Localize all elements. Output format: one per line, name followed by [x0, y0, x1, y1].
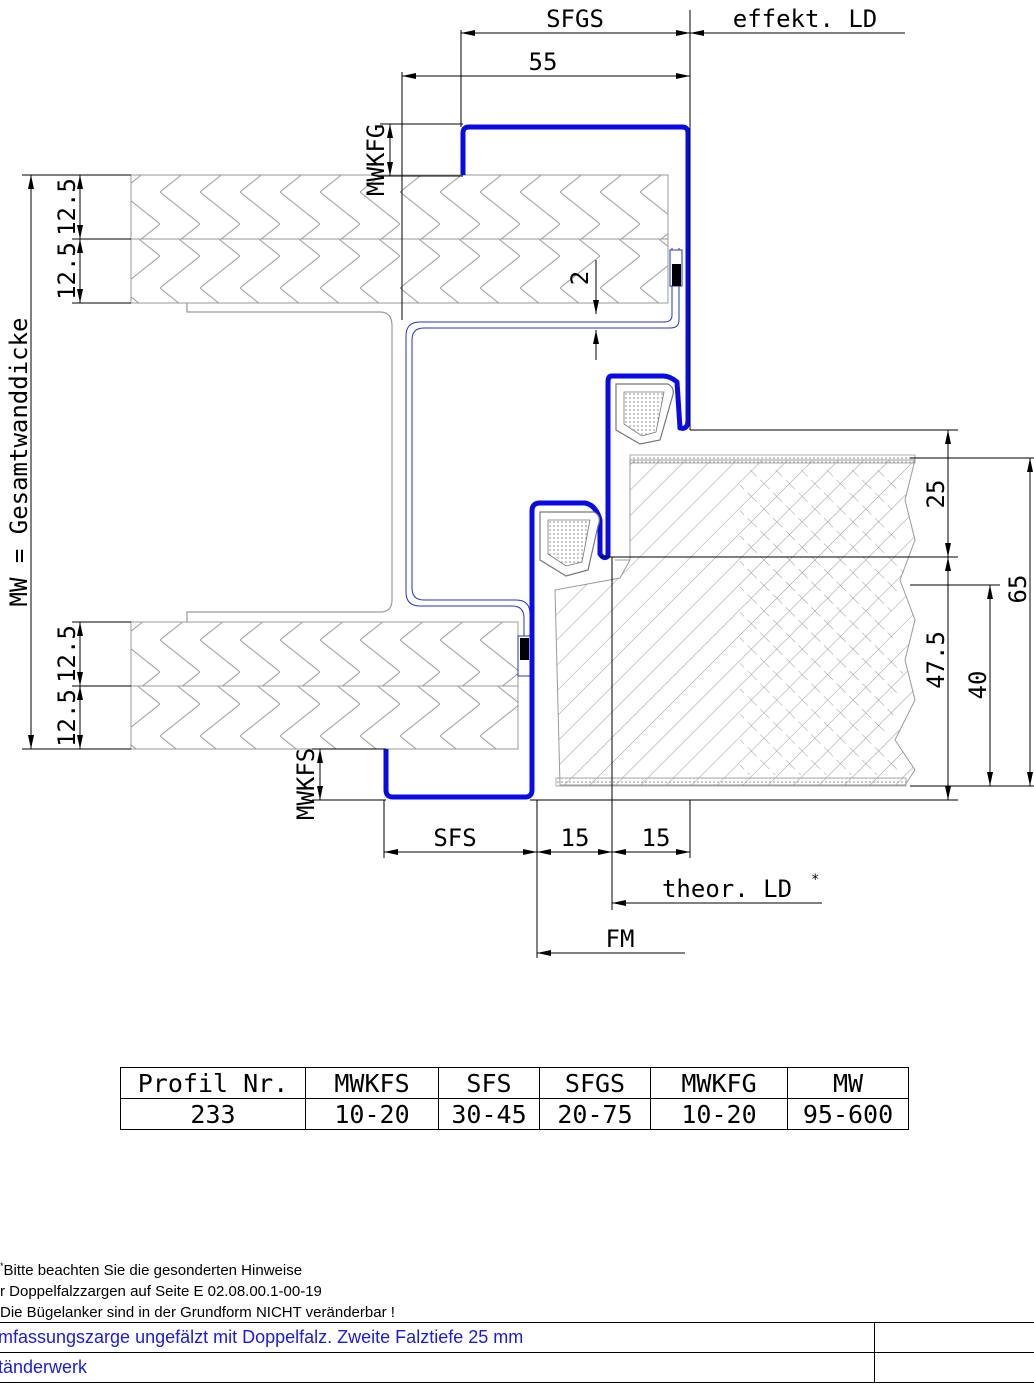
- label-55: 55: [529, 48, 558, 76]
- buegel-anchor: [405, 248, 673, 640]
- table-header: MWKFG: [650, 1067, 788, 1099]
- table-cell: 20-75: [539, 1098, 651, 1130]
- table-header: MWKFS: [305, 1067, 439, 1099]
- gasket-upper: [615, 383, 674, 445]
- label-25: 25: [922, 480, 950, 509]
- label-2: 2: [566, 271, 594, 285]
- profile-table: Profil Nr. MWKFS SFS SFGS MWKFG MW 233 1…: [120, 1067, 909, 1130]
- label-effekt-ld: effekt. LD: [733, 5, 878, 33]
- table-header: Profil Nr.: [120, 1067, 306, 1099]
- table-row: 233 10-20 30-45 20-75 10-20 95-600: [120, 1098, 909, 1130]
- steel-frame-profile: [383, 124, 691, 800]
- label-12-5-c: 12.5: [53, 625, 81, 683]
- label-15-a: 15: [561, 824, 590, 852]
- title-text-1: mfassungszarge ungefälzt mit Doppelfalz.…: [0, 1327, 524, 1347]
- title-row-2: tänderwerk: [0, 1353, 1034, 1383]
- table-cell: 95-600: [787, 1098, 909, 1130]
- label-40: 40: [964, 671, 992, 700]
- stud-profile: [186, 303, 393, 622]
- label-sfs: SFS: [433, 824, 476, 852]
- label-mw-gesamtwanddicke: MW = Gesamtwanddicke: [5, 318, 33, 607]
- label-12-5-d: 12.5: [53, 689, 81, 747]
- label-fm: FM: [606, 925, 635, 953]
- table-cell: 10-20: [650, 1098, 788, 1130]
- title-row-1: mfassungszarge ungefälzt mit Doppelfalz.…: [0, 1323, 1034, 1353]
- table-header: SFS: [438, 1067, 540, 1099]
- label-theor-ld: theor. LD: [662, 875, 792, 903]
- label-15-b: 15: [642, 824, 671, 852]
- label-12-5-b: 12.5: [53, 242, 81, 300]
- label-mwkfs: MWKFS: [292, 748, 320, 820]
- table-header-row: Profil Nr. MWKFS SFS SFGS MWKFG MW: [120, 1067, 909, 1099]
- footnote-2: r Doppelfalzzargen auf Seite E 02.08.00.…: [0, 1283, 322, 1300]
- footnote-1: *Bitte beachten Sie die gesonderten Hinw…: [0, 1261, 303, 1279]
- table-cell: 30-45: [438, 1098, 540, 1130]
- label-asterisk: *: [811, 872, 819, 888]
- title-text-2: tänderwerk: [0, 1357, 88, 1377]
- label-12-5-a: 12.5: [53, 178, 81, 236]
- gasket-lower: [539, 511, 600, 577]
- table-header: SFGS: [539, 1067, 651, 1099]
- footnotes: *Bitte beachten Sie die gesonderten Hinw…: [0, 1256, 395, 1323]
- label-47-5: 47.5: [922, 631, 950, 689]
- door-leaf: [554, 454, 916, 787]
- frame-section-drawing: SFGS effekt. LD 55 MWKFG 2 12.5 12.5 12.…: [5, 5, 1034, 958]
- table-cell: 233: [120, 1098, 306, 1130]
- wall-boards-top: [130, 174, 669, 304]
- label-mwkfg: MWKFG: [362, 124, 390, 196]
- title-block: mfassungszarge ungefälzt mit Doppelfalz.…: [0, 1322, 1034, 1383]
- dimension-arrows: [28, 30, 1033, 956]
- table-cell: 10-20: [305, 1098, 439, 1130]
- table-header: MW: [787, 1067, 909, 1099]
- label-sfgs: SFGS: [546, 5, 604, 33]
- wall-boards-bottom: [130, 621, 519, 750]
- label-65: 65: [1004, 575, 1032, 604]
- dimension-lines: [22, 10, 1034, 958]
- footnote-3: Die Bügelanker sind in der Grundform NIC…: [0, 1304, 395, 1321]
